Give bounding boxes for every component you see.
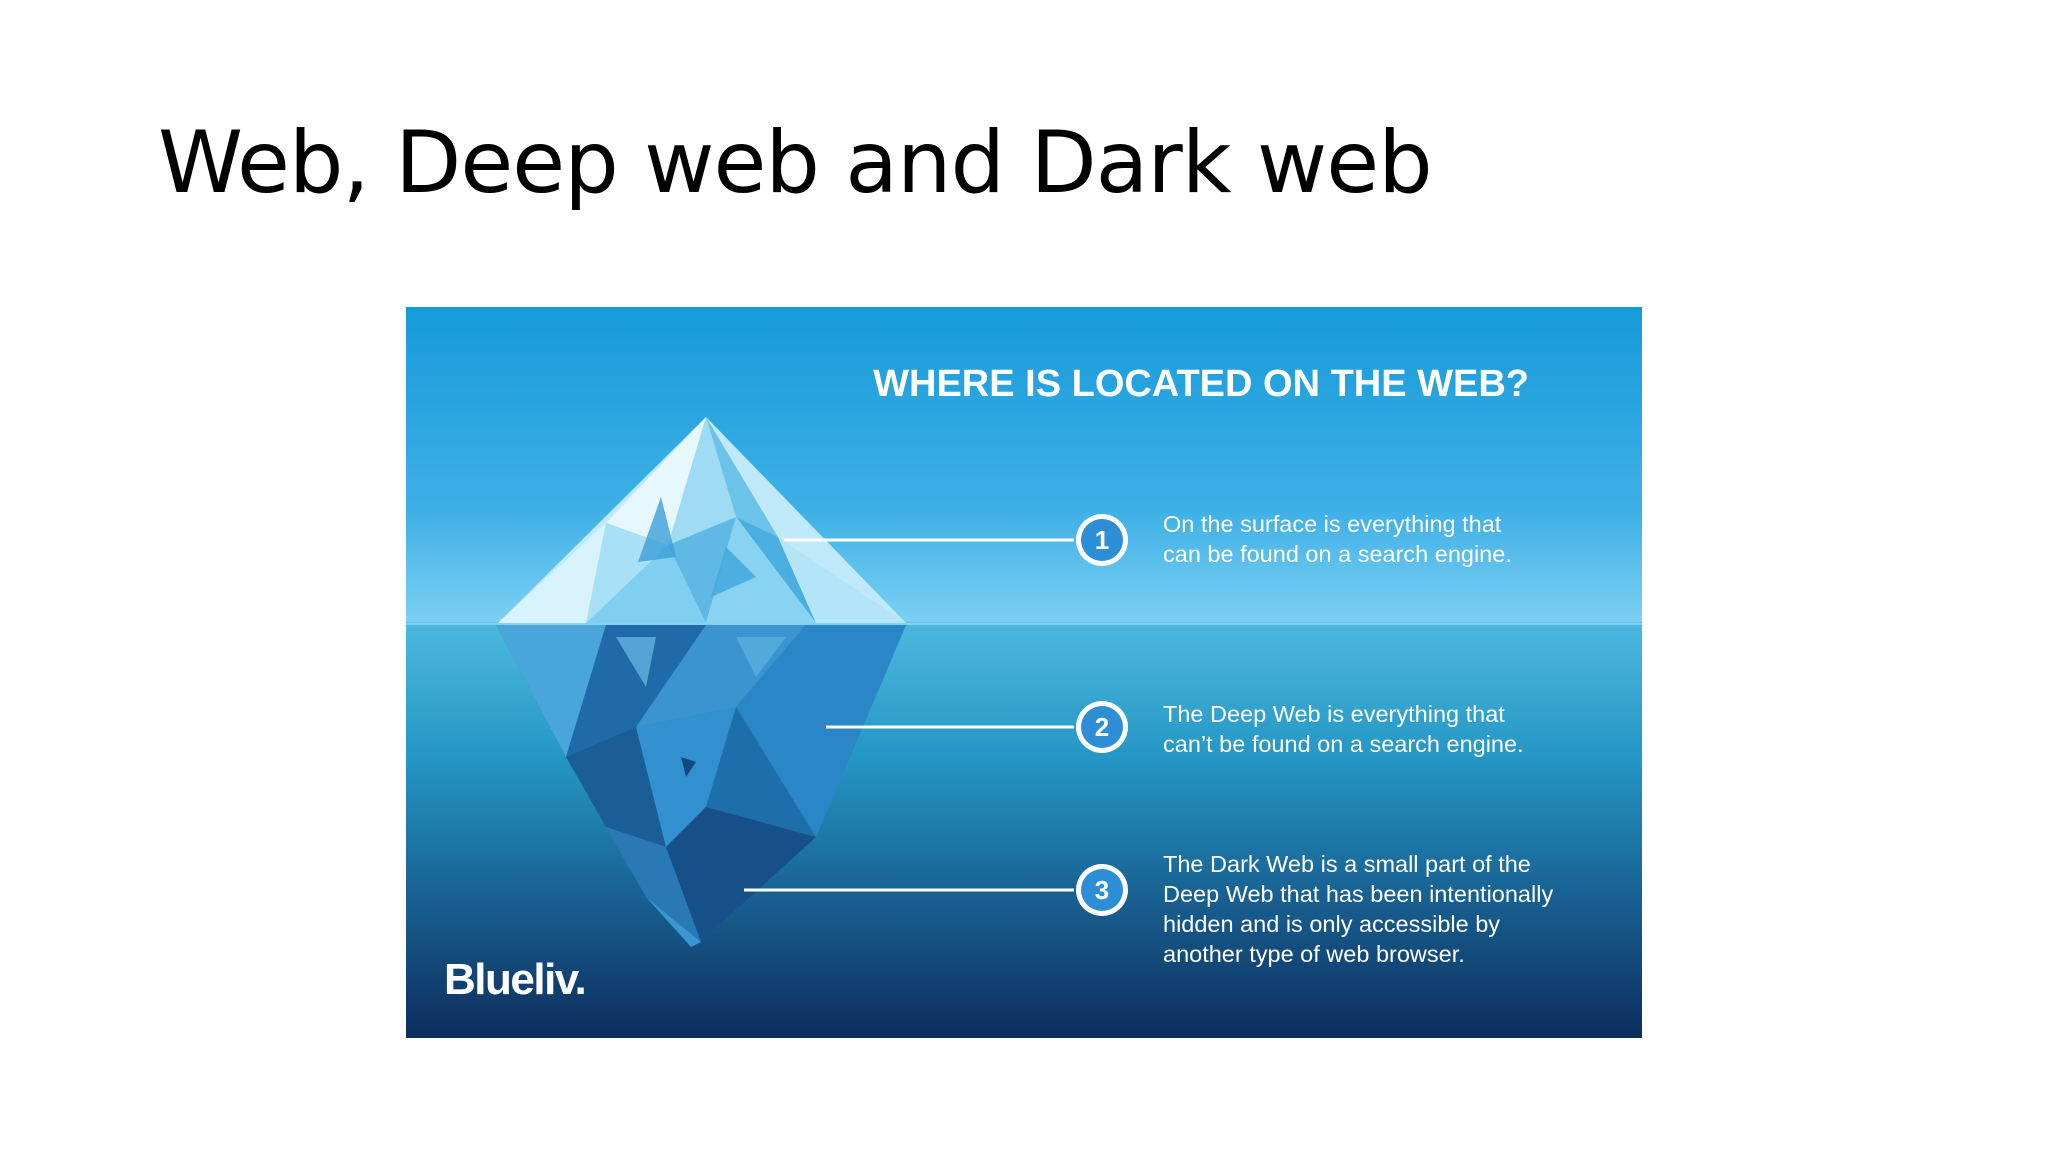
callout-marker-3: 3 — [1076, 864, 1128, 916]
callout-line: The Dark Web is a small part of the — [1163, 851, 1531, 877]
blueliv-logo: Blueliv. — [444, 955, 587, 1004]
callout-line: On the surface is everything that — [1163, 511, 1502, 537]
callout-marker-2: 2 — [1076, 701, 1128, 753]
iceberg-infographic: 1 2 3 WHERE IS LOCATED ON THE WEB? On th… — [406, 307, 1642, 1038]
callout-marker-1: 1 — [1076, 514, 1128, 566]
callout-line: can be found on a search engine. — [1163, 541, 1512, 567]
callout-line: The Deep Web is everything that — [1163, 701, 1505, 727]
callout-text-2: The Deep Web is everything that can’t be… — [1163, 699, 1623, 759]
marker-number-1: 1 — [1095, 525, 1109, 555]
slide-title: Web, Deep web and Dark web — [158, 113, 1433, 213]
callout-text-1: On the surface is everything that can be… — [1163, 509, 1623, 569]
callout-line: Deep Web that has been intentionally — [1163, 881, 1554, 907]
iceberg-illustration-icon: 1 2 3 — [406, 417, 1642, 947]
iceberg-underwater — [496, 625, 906, 947]
marker-number-2: 2 — [1095, 712, 1109, 742]
infographic-heading-text: WHERE IS LOCATED ON THE WEB? — [873, 363, 1529, 405]
infographic-heading: WHERE IS LOCATED ON THE WEB? — [406, 363, 1622, 406]
callout-text-3: The Dark Web is a small part of the Deep… — [1163, 849, 1623, 969]
callout-line: hidden and is only accessible by — [1163, 911, 1501, 937]
marker-number-3: 3 — [1095, 875, 1109, 905]
iceberg-tip — [498, 417, 906, 623]
callout-line: another type of web browser. — [1163, 941, 1465, 967]
callout-line: can’t be found on a search engine. — [1163, 731, 1524, 757]
